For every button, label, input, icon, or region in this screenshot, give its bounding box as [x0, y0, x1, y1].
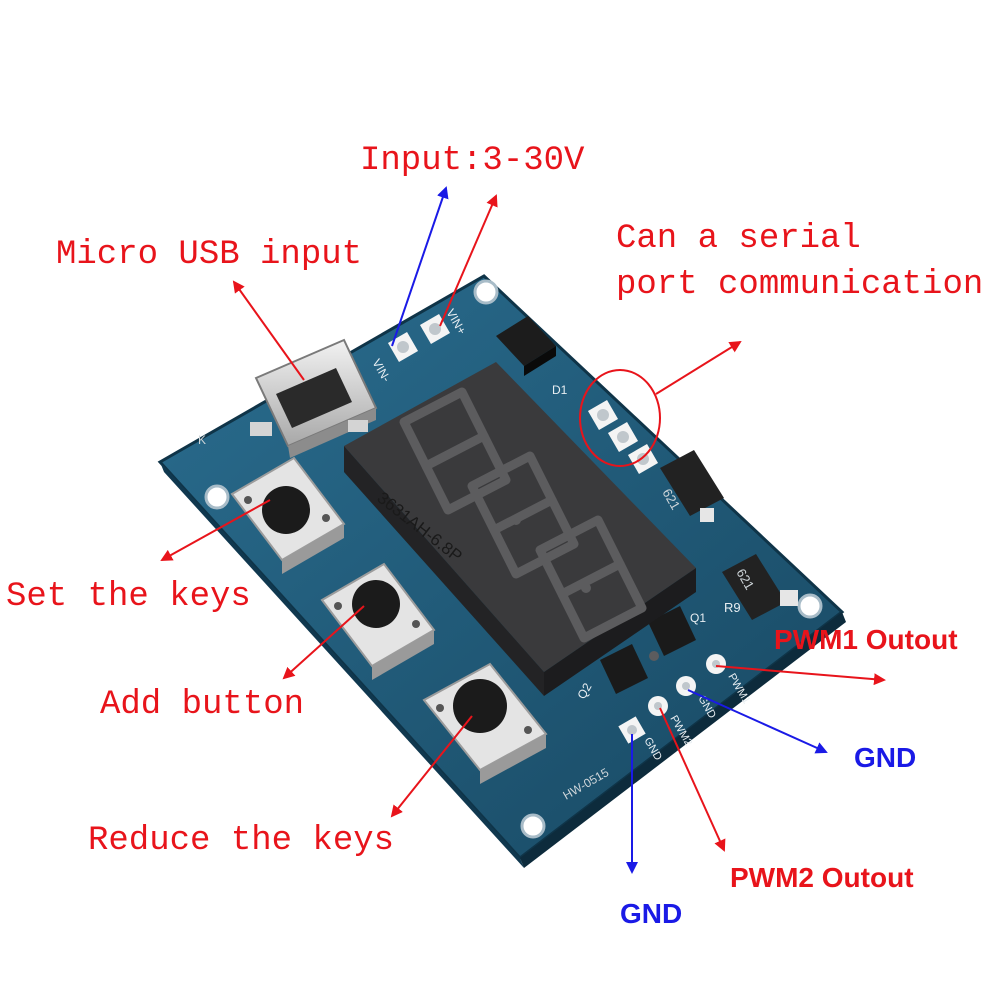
arrow-reduce-keys [390, 715, 473, 818]
arrow-pwm2 [659, 707, 726, 852]
set-keys-label: Set the keys [6, 578, 251, 616]
reduce-keys-label: Reduce the keys [88, 822, 395, 860]
mount-hole-bottom [520, 813, 546, 839]
gnd-bottom-label: GND [620, 898, 683, 929]
gnd-right-label: GND [854, 742, 917, 773]
arrow-set-keys [160, 499, 271, 561]
pwm2-output-label: PWM2 Outout [730, 862, 914, 893]
q1-text: Q1 [690, 611, 706, 625]
add-key-switch [320, 562, 436, 680]
r9-text: R9 [724, 600, 741, 615]
mount-hole-top [473, 279, 499, 305]
micro-usb-connector [250, 338, 378, 458]
reduce-key-switch [422, 662, 548, 784]
arrow-serial [655, 340, 742, 395]
seven-segment-display: 3631AH-6.8P [344, 362, 696, 696]
serial-label-line2: port communication [616, 266, 984, 304]
k-text: K [198, 433, 206, 447]
arrow-input-plus [439, 194, 498, 327]
add-button-label: Add button [100, 686, 305, 724]
set-key-switch [230, 456, 346, 574]
serial-port-highlight [579, 369, 661, 467]
input-voltage-label: Input:3-30V [360, 142, 585, 180]
mount-hole-right [797, 593, 823, 619]
mount-hole-left [204, 484, 230, 510]
arrow-input-minus [391, 186, 449, 347]
arrow-add-button [282, 605, 365, 680]
serial-label-line1: Can a serial [616, 220, 861, 258]
micro-usb-label: Micro USB input [56, 236, 363, 274]
arrow-micro-usb [232, 280, 305, 381]
pwm1-output-label: PWM1 Outout [774, 624, 958, 655]
arrow-pwm1 [715, 665, 886, 686]
d1-text: D1 [552, 383, 568, 397]
arrow-gnd-right [687, 689, 828, 754]
